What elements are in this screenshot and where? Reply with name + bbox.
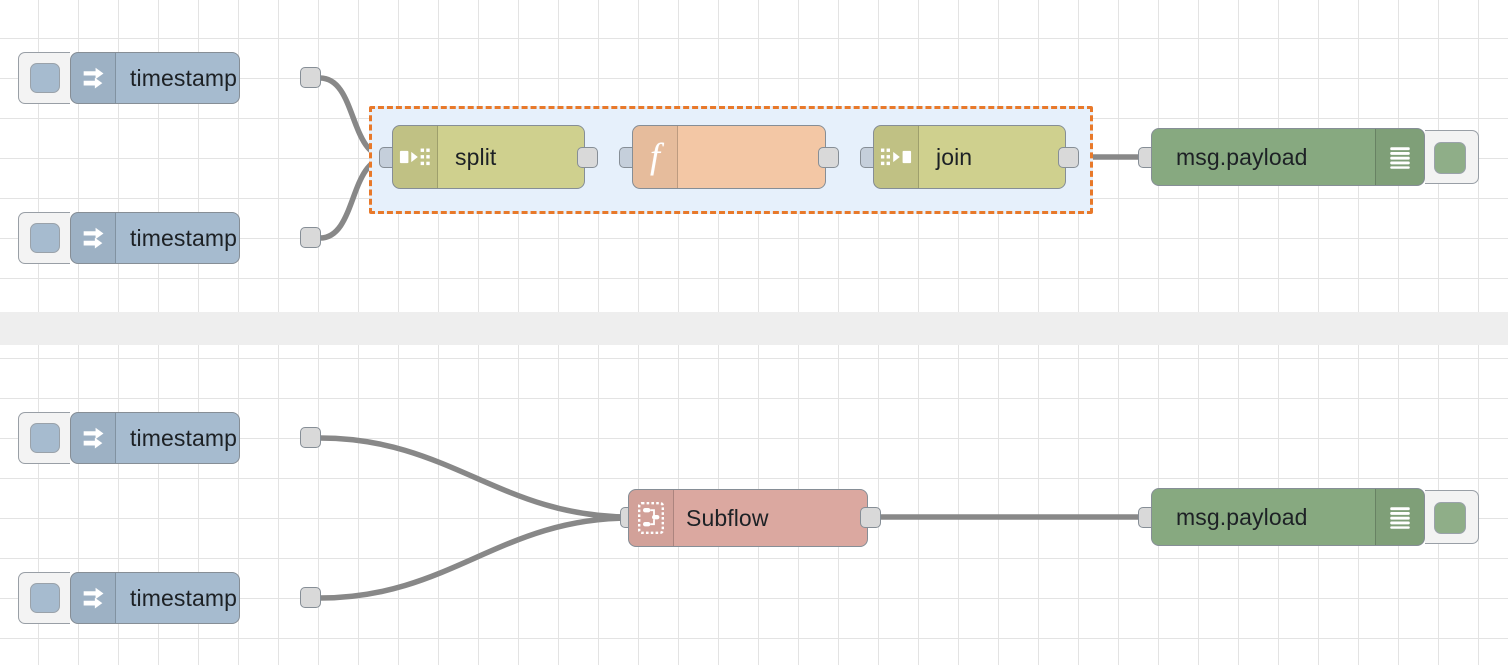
node-inject-3[interactable]: timestamp (70, 412, 240, 464)
debug-lines-icon (1375, 489, 1424, 545)
inject-button-2[interactable] (18, 212, 70, 264)
arrow-right-icon (71, 413, 116, 463)
node-label: split (455, 143, 497, 170)
node-join[interactable]: join (873, 125, 1066, 189)
port-output-inject-3[interactable] (300, 427, 321, 448)
node-label: timestamp (130, 64, 237, 91)
debug-toggle-2[interactable] (1425, 490, 1479, 544)
inject-button-1[interactable] (18, 52, 70, 104)
node-debug-1[interactable]: msg.payload (1151, 128, 1425, 186)
node-subflow[interactable]: Subflow (628, 489, 868, 547)
function-glyph: f (649, 135, 660, 176)
port-output-inject-1[interactable] (300, 67, 321, 88)
node-label: timestamp (130, 584, 237, 611)
node-inject-4[interactable]: timestamp (70, 572, 240, 624)
subflow-icon (629, 490, 674, 546)
port-output-function[interactable] (818, 147, 839, 168)
port-output-subflow[interactable] (860, 507, 881, 528)
inject-button-knob (30, 583, 60, 613)
node-label: timestamp (130, 424, 237, 451)
node-debug-2[interactable]: msg.payload (1151, 488, 1425, 546)
inject-button-knob (30, 63, 60, 93)
inject-button-knob (30, 223, 60, 253)
arrow-right-icon (71, 213, 116, 263)
inject-button-knob (30, 423, 60, 453)
port-output-join[interactable] (1058, 147, 1079, 168)
node-label: msg.payload (1176, 503, 1308, 530)
node-inject-1[interactable]: timestamp (70, 52, 240, 104)
port-output-inject-2[interactable] (300, 227, 321, 248)
split-icon (393, 126, 438, 188)
node-label: join (936, 143, 973, 170)
inject-button-3[interactable] (18, 412, 70, 464)
wire-inject4-subflow (317, 515, 633, 601)
join-icon (874, 126, 919, 188)
node-function[interactable]: f (632, 125, 826, 189)
function-f-icon: f (633, 126, 678, 188)
node-label: timestamp (130, 224, 237, 251)
debug-lines-icon (1375, 129, 1424, 185)
port-output-inject-4[interactable] (300, 587, 321, 608)
debug-toggle-knob (1434, 142, 1466, 174)
node-split[interactable]: split (392, 125, 585, 189)
debug-toggle-1[interactable] (1425, 130, 1479, 184)
node-label: msg.payload (1176, 143, 1308, 170)
node-label: Subflow (686, 504, 769, 531)
inject-button-4[interactable] (18, 572, 70, 624)
arrow-right-icon (71, 53, 116, 103)
wire-inject3-subflow (317, 435, 633, 520)
port-output-split[interactable] (577, 147, 598, 168)
arrow-right-icon (71, 573, 116, 623)
flow-separator-band (0, 312, 1508, 345)
node-inject-2[interactable]: timestamp (70, 212, 240, 264)
debug-toggle-knob (1434, 502, 1466, 534)
